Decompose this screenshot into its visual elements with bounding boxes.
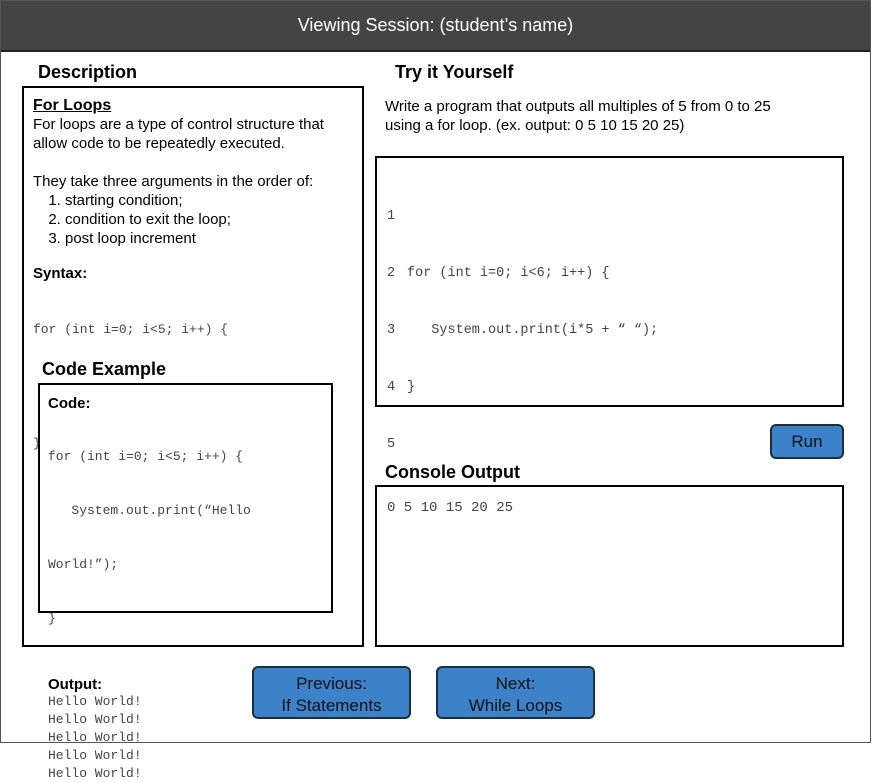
session-title: Viewing Session: (student’s name): [297, 15, 574, 35]
list-item: condition to exit the loop;: [65, 210, 355, 229]
code-line: System.out.print(“Hello: [48, 503, 251, 518]
syntax-code: for (int i=0; i<5; i++) { . . . }: [33, 282, 355, 491]
run-button-label: Run: [791, 432, 823, 451]
run-button[interactable]: Run: [770, 424, 844, 459]
output-line: Hello World!: [48, 712, 142, 727]
try-it-heading: Try it Yourself: [391, 62, 518, 83]
description-heading: Description: [34, 62, 256, 83]
previous-button-label: Previous:: [296, 674, 367, 693]
args-list: starting condition; condition to exit th…: [33, 191, 355, 248]
line-number: 4: [387, 380, 396, 395]
console-output-heading: Console Output: [381, 462, 569, 483]
output-label: Output:: [48, 676, 103, 693]
next-button-target: While Loops: [468, 696, 563, 715]
list-item: starting condition;: [65, 191, 355, 210]
app-frame: [0, 0, 871, 743]
editor-line[interactable]: 3 System.out.print(i*5 + “ “);: [387, 321, 658, 340]
line-code[interactable]: for (int i=0; i<6; i++) {: [407, 266, 610, 281]
next-button[interactable]: Next: While Loops: [436, 666, 595, 719]
editor-lines[interactable]: 1 2 for (int i=0; i<6; i++) { 3 System.ou…: [387, 169, 658, 606]
editor-line[interactable]: 2 for (int i=0; i<6; i++) {: [387, 264, 658, 283]
code-example-content: Code: for (int i=0; i<5; i++) { System.o…: [48, 395, 328, 783]
topic-title: For Loops: [33, 97, 112, 114]
output-line: Hello World!: [48, 766, 142, 781]
line-number: 1: [387, 209, 396, 224]
output-line: Hello World!: [48, 694, 142, 709]
session-title-bar: Viewing Session: (student’s name): [1, 1, 870, 52]
editor-line[interactable]: 4}: [387, 378, 658, 397]
description-intro: For loops are a type of control structur…: [33, 116, 324, 152]
line-code[interactable]: System.out.print(i*5 + “ “);: [407, 323, 659, 338]
code-example-heading: Code Example: [38, 359, 226, 380]
editor-line[interactable]: 5: [387, 435, 658, 454]
line-code[interactable]: }: [407, 380, 416, 395]
next-button-label: Next:: [495, 674, 536, 693]
code-label: Code:: [48, 395, 91, 412]
args-intro: They take three arguments in the order o…: [33, 173, 314, 190]
output-line: Hello World!: [48, 748, 142, 763]
code-line: }: [48, 611, 56, 626]
exercise-prompt: Write a program that outputs all multipl…: [385, 97, 845, 135]
line-number: 3: [387, 323, 396, 338]
example-code: for (int i=0; i<5; i++) { System.out.pri…: [48, 412, 328, 664]
code-editor[interactable]: 1 2 for (int i=0; i<6; i++) { 3 System.ou…: [375, 156, 844, 566]
editor-line[interactable]: 1: [387, 207, 658, 226]
code-example-panel: [38, 383, 333, 613]
previous-button[interactable]: Previous: If Statements: [252, 666, 411, 719]
code-line: for (int i=0; i<5; i++) {: [48, 449, 244, 464]
code-line: for (int i=0; i<5; i++) {: [33, 322, 229, 337]
prompt-line: Write a program that outputs all multipl…: [385, 98, 771, 115]
console-output-panel: 0 5 10 15 20 25: [375, 485, 844, 647]
syntax-label: Syntax:: [33, 265, 88, 282]
line-number: 2: [387, 266, 396, 281]
code-line: }: [33, 436, 41, 451]
code-line: World!”);: [48, 557, 119, 572]
description-content: For Loops For loops are a type of contro…: [33, 97, 355, 491]
line-number: 5: [387, 437, 396, 452]
console-output-text: 0 5 10 15 20 25: [387, 500, 514, 516]
list-item: post loop increment: [65, 229, 355, 248]
previous-button-target: If Statements: [281, 696, 382, 715]
prompt-line: using a for loop. (ex. output: 0 5 10 15…: [385, 117, 685, 134]
output-line: Hello World!: [48, 730, 142, 745]
